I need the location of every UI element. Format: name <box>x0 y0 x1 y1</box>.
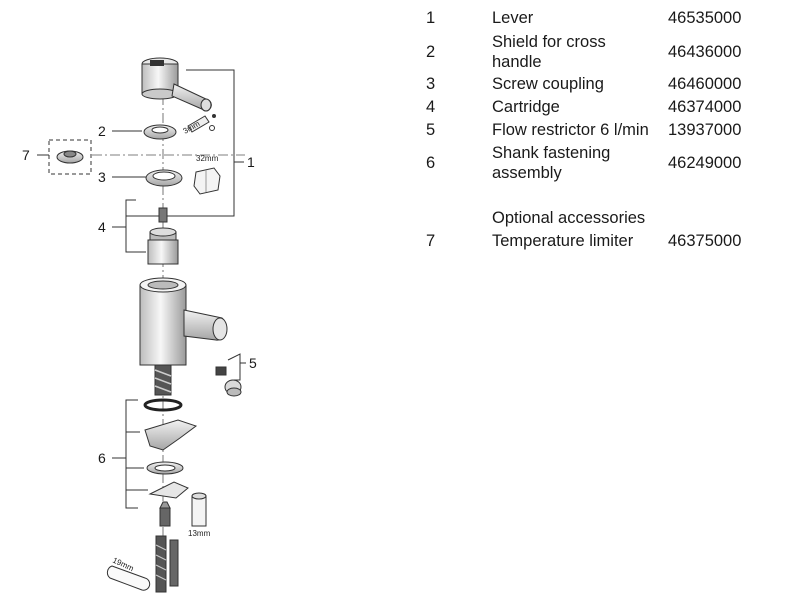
exploded-parts-diagram: 1 3mm 2 7 3 32mm 4 <box>22 57 257 593</box>
dim-13mm: 13mm <box>188 529 211 538</box>
screw-coupling-part <box>145 169 183 187</box>
hex-key-3mm: 3mm <box>182 114 216 136</box>
socket-13mm: 13mm <box>188 492 211 538</box>
dim-32mm: 32mm <box>196 154 219 163</box>
callout-3: 3 <box>98 169 106 185</box>
part-code: 13937000 <box>668 121 742 139</box>
part-code: 46249000 <box>668 154 742 172</box>
part-name: Screw coupling <box>492 75 604 93</box>
flow-restrictor-part <box>215 366 242 397</box>
threaded-rods <box>155 535 179 593</box>
part-code: 46460000 <box>668 75 742 93</box>
callout-5: 5 <box>249 355 257 371</box>
wrench-19mm: 19mm <box>106 556 151 591</box>
socket-32mm: 32mm <box>193 154 221 195</box>
callout-2: 2 <box>98 123 106 139</box>
cartridge-part <box>147 207 179 265</box>
part-name: Temperature limiter <box>492 232 634 250</box>
callout-4: 4 <box>98 219 106 235</box>
shield-part <box>143 124 177 140</box>
part-name: Flow restrictor 6 l/min <box>492 121 649 139</box>
tap-body <box>139 277 228 396</box>
part-number: 5 <box>426 121 436 139</box>
callout-1: 1 <box>247 154 255 170</box>
callout-5-bracket <box>227 353 241 381</box>
callout-1-bracket <box>126 69 235 217</box>
part-code: 46374000 <box>668 98 742 116</box>
shank-fastening-part <box>143 398 198 527</box>
callout-7: 7 <box>22 147 30 163</box>
part-name: Lever <box>492 9 534 27</box>
callout-6: 6 <box>98 450 106 466</box>
part-name: Shank fastening assembly <box>492 144 611 182</box>
accessory-box <box>48 139 92 175</box>
part-code: 46436000 <box>668 43 742 61</box>
part-number: 3 <box>426 75 436 93</box>
part-number: 7 <box>426 232 436 250</box>
part-name: Cartridge <box>492 98 560 116</box>
callout-6-bracket <box>125 399 138 509</box>
part-number: 6 <box>426 154 436 172</box>
part-number: 4 <box>426 98 436 116</box>
part-number: 2 <box>426 43 436 61</box>
part-code: 46535000 <box>668 9 742 27</box>
temperature-limiter-part <box>56 150 84 164</box>
part-name: Shield for cross handle <box>492 33 606 71</box>
optional-accessories-heading: Optional accessories <box>492 209 646 227</box>
lever-part <box>141 57 212 112</box>
callout-4-bracket <box>125 199 136 253</box>
part-code: 46375000 <box>668 232 742 250</box>
part-number: 1 <box>426 9 436 27</box>
